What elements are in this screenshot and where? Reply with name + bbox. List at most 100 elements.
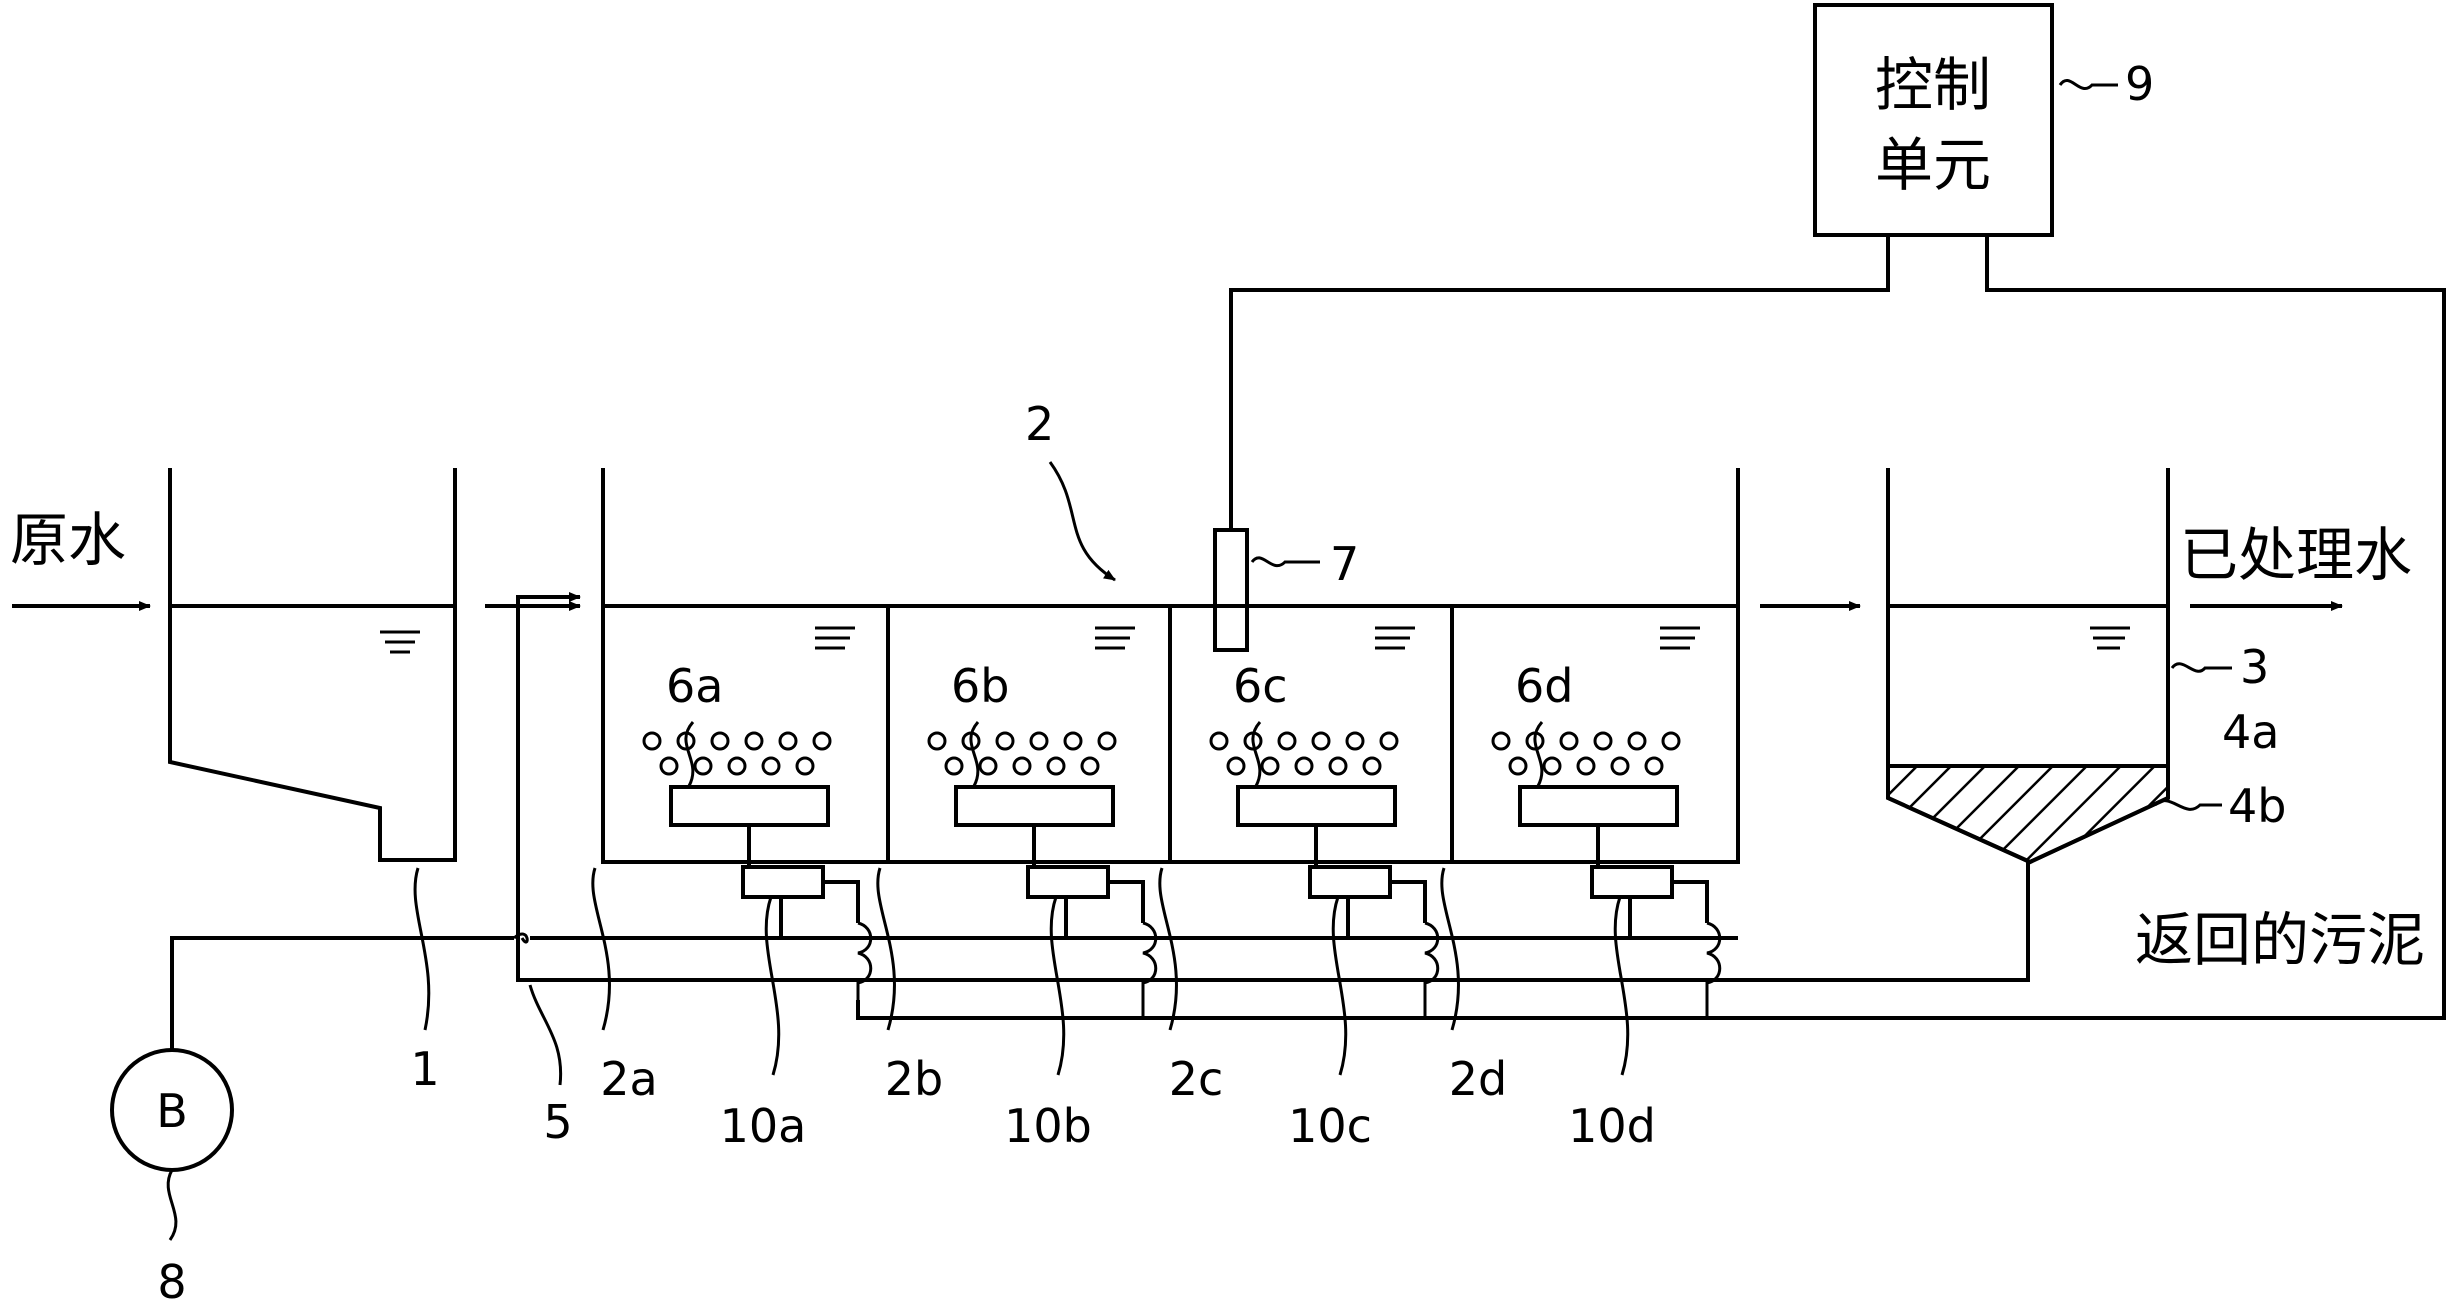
sludge-layer bbox=[1886, 764, 2170, 865]
control-unit: 控制 单元 9 bbox=[1813, 3, 2154, 237]
air-valve bbox=[1308, 865, 1392, 899]
air-bubble bbox=[1097, 731, 1117, 751]
aeration-tank-pointer bbox=[1048, 461, 1116, 582]
air-bubble bbox=[744, 731, 764, 751]
air-bubble bbox=[1362, 756, 1382, 776]
air-bubble bbox=[1379, 731, 1399, 751]
air-bubble bbox=[727, 756, 747, 776]
raw-water-inlet: 原水 bbox=[10, 506, 151, 611]
air-bubble bbox=[1260, 756, 1280, 776]
air-bubble bbox=[1491, 731, 1511, 751]
reference-leaders: 1 5 bbox=[410, 867, 573, 1149]
valve-ref: 10b bbox=[1004, 1099, 1092, 1153]
section-ref: 2c bbox=[1169, 1052, 1224, 1106]
valve-ref: 10c bbox=[1288, 1099, 1372, 1153]
air-bubble bbox=[761, 756, 781, 776]
section-ref: 2d bbox=[1449, 1052, 1507, 1106]
return-sludge-line: 返回的污泥 bbox=[516, 592, 2425, 982]
valve-leader bbox=[1331, 896, 1348, 1076]
primary-tank-ref: 1 bbox=[410, 1042, 439, 1096]
section-ref: 2a bbox=[600, 1052, 657, 1106]
diffuser-6b: 6b bbox=[927, 659, 1117, 827]
air-bubble bbox=[1576, 756, 1596, 776]
final-clarifier: 3 4a 4b bbox=[1886, 468, 2286, 865]
valve-10d bbox=[1590, 825, 1722, 1018]
control-unit-label-line2: 单元 bbox=[1875, 131, 1991, 199]
air-bubble bbox=[978, 756, 998, 776]
air-valve bbox=[1590, 865, 1674, 899]
diffuser-ref: 6d bbox=[1515, 659, 1573, 713]
water-level-icon bbox=[2090, 626, 2130, 650]
air-bubble bbox=[1345, 731, 1365, 751]
diffuser-leader bbox=[684, 721, 695, 787]
air-bubble bbox=[1209, 731, 1229, 751]
blower: B 8 bbox=[110, 1048, 234, 1309]
controller-ref: 9 bbox=[2125, 57, 2154, 111]
air-bubble bbox=[1226, 756, 1246, 776]
section-leader bbox=[1440, 867, 1460, 1031]
diffuser-ref: 6a bbox=[666, 659, 723, 713]
diffuser-leader bbox=[969, 721, 980, 787]
air-bubble bbox=[995, 731, 1015, 751]
air-bubble bbox=[1644, 756, 1664, 776]
returned-sludge-label: 返回的污泥 bbox=[2135, 906, 2425, 974]
valve-10b bbox=[1026, 825, 1158, 1018]
blower-ref: 8 bbox=[157, 1255, 186, 1309]
air-bubble bbox=[1029, 731, 1049, 751]
supernatant-ref: 4a bbox=[2222, 705, 2279, 759]
air-bubble bbox=[812, 731, 832, 751]
diffuser-ref: 6b bbox=[951, 659, 1009, 713]
air-valve bbox=[741, 865, 825, 899]
air-bubble bbox=[1542, 756, 1562, 776]
air-bubble bbox=[1627, 731, 1647, 751]
do-sensor: 7 bbox=[1213, 528, 1359, 652]
aeration-tank-ref: 2 bbox=[1025, 397, 1054, 451]
air-bubble bbox=[795, 756, 815, 776]
primary-settling-tank bbox=[168, 468, 457, 862]
section-leader bbox=[1158, 867, 1178, 1031]
air-bubble bbox=[778, 731, 798, 751]
air-valves bbox=[530, 825, 1738, 1018]
valve-leader bbox=[764, 896, 781, 1076]
diffuser-ref: 6c bbox=[1233, 659, 1288, 713]
aeration-tank: 2 bbox=[601, 397, 1740, 864]
valve-leader bbox=[1049, 896, 1066, 1076]
air-valve bbox=[1026, 865, 1110, 899]
diffuser-6c: 6c bbox=[1209, 659, 1399, 827]
air-bubble bbox=[1080, 756, 1100, 776]
treated-water-outlet: 已处理水 bbox=[2180, 521, 2412, 611]
air-bubble bbox=[1012, 756, 1032, 776]
air-bubble bbox=[1610, 756, 1630, 776]
valve-ref: 10a bbox=[720, 1099, 807, 1153]
treated-water-label: 已处理水 bbox=[2180, 521, 2412, 589]
valve-ref: 10d bbox=[1568, 1099, 1656, 1153]
valve-leader bbox=[1613, 896, 1630, 1076]
air-bubble bbox=[1046, 756, 1066, 776]
air-bubble bbox=[710, 731, 730, 751]
clarifier-ref: 3 bbox=[2240, 640, 2269, 694]
air-pipe-ref: 5 bbox=[543, 1095, 572, 1149]
diffuser-6d: 6d bbox=[1491, 659, 1681, 827]
diffuser-leader bbox=[1251, 721, 1262, 787]
air-bubble bbox=[1559, 731, 1579, 751]
section-ref: 2b bbox=[885, 1052, 943, 1106]
air-bubble bbox=[693, 756, 713, 776]
diffuser-leader bbox=[1533, 721, 1544, 787]
air-bubble bbox=[927, 731, 947, 751]
air-bubble bbox=[1508, 756, 1528, 776]
air-bubble bbox=[1661, 731, 1681, 751]
diffuser-plate bbox=[669, 785, 830, 827]
section-leader bbox=[876, 867, 896, 1031]
raw-water-label: 原水 bbox=[10, 506, 126, 574]
diffuser-6a: 6a bbox=[642, 659, 832, 827]
water-level-icon bbox=[815, 626, 1700, 650]
air-supply-pipe bbox=[170, 932, 529, 1050]
air-bubble bbox=[1593, 731, 1613, 751]
diffuser-plate bbox=[1236, 785, 1397, 827]
section-leader bbox=[591, 867, 611, 1031]
water-level-icon bbox=[380, 630, 420, 654]
air-bubble bbox=[1311, 731, 1331, 751]
valve-10c bbox=[1308, 825, 1440, 1018]
air-bubble bbox=[944, 756, 964, 776]
